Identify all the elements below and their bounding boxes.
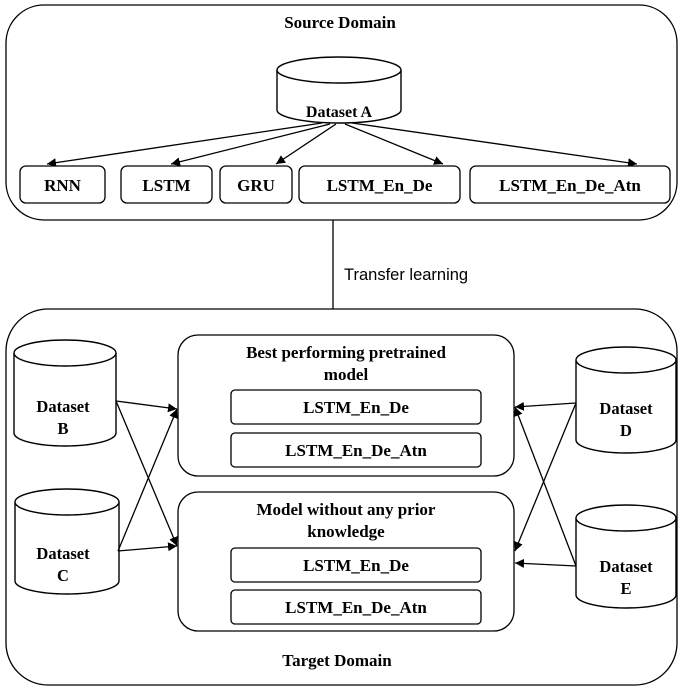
source-domain-panel: Source Domain Dataset A RNN LSTM GRU LST… (5, 4, 678, 221)
arrow-e-to-pretrained (514, 406, 577, 567)
dataset-d-label-line2: D (620, 421, 632, 440)
dataset-e-cylinder: Dataset E (575, 504, 677, 609)
dataset-b-cylinder: Dataset B (13, 339, 117, 447)
model-box-lstm-en-de-atn (469, 165, 671, 204)
pretrained-model-box-2 (230, 432, 482, 468)
dataset-c-label-line2: C (57, 566, 69, 585)
scratch-model-label-1: LSTM_En_De (303, 556, 409, 575)
target-domain-title: Target Domain (282, 651, 392, 670)
dataset-a-cylinder: Dataset A (276, 56, 402, 124)
target-domain-panel: Target Domain Best performing pretrained… (5, 308, 678, 686)
arrow-b-to-scratch (115, 400, 178, 547)
arrow-c-to-scratch (117, 542, 178, 552)
dataset-d-cylinder: Dataset D (575, 346, 677, 454)
arrow-d-to-scratch (514, 402, 577, 552)
arrow-to-lstm-en-de (344, 123, 444, 165)
model-box-lstm (120, 165, 213, 204)
pretrained-model-label-1: LSTM_En_De (303, 398, 409, 417)
scratch-group-title-line2: knowledge (307, 522, 385, 541)
dataset-b-label-line2: B (57, 419, 68, 438)
scratch-model-box-1 (230, 547, 482, 583)
dataset-c-label-line1: Dataset (36, 544, 90, 563)
arrow-d-to-pretrained (514, 401, 577, 411)
dataset-b-label-line1: Dataset (36, 397, 90, 416)
right-dataset-arrows (514, 401, 577, 568)
dataset-c-cylinder: Dataset C (14, 488, 120, 595)
model-label-lstm-en-de-atn: LSTM_En_De_Atn (499, 176, 641, 195)
arrow-b-to-pretrained (115, 400, 178, 413)
model-box-gru (219, 165, 293, 204)
source-model-boxes: RNN LSTM GRU LSTM_En_De LSTM_En_De_Atn (19, 165, 671, 204)
dataset-a-label: Dataset A (306, 104, 373, 121)
source-domain-title: Source Domain (284, 13, 396, 32)
model-label-lstm: LSTM (142, 176, 190, 195)
scratch-group-title-line1: Model without any prior (257, 500, 436, 519)
pretrained-group-title-line2: model (324, 365, 369, 384)
model-label-lstm-en-de: LSTM_En_De (327, 176, 433, 195)
arrow-to-gru (275, 123, 337, 165)
pretrained-model-label-2: LSTM_En_De_Atn (285, 441, 427, 460)
pretrained-group-title-line1: Best performing pretrained (246, 343, 446, 362)
model-label-rnn: RNN (44, 176, 82, 195)
scratch-model-label-2: LSTM_En_De_Atn (285, 598, 427, 617)
dataset-d-label-line1: Dataset (599, 399, 653, 418)
model-box-lstm-en-de (298, 165, 461, 204)
source-arrows (46, 122, 638, 168)
arrow-to-lstm-en-de-atn (351, 122, 638, 168)
transfer-label: Transfer learning (344, 266, 468, 284)
arrow-to-lstm (170, 123, 331, 167)
pretrained-group: Best performing pretrained model LSTM_En… (177, 334, 515, 477)
left-dataset-arrows (115, 400, 178, 552)
model-box-rnn (19, 165, 106, 204)
pretrained-model-box-1 (230, 389, 482, 425)
model-label-gru: GRU (237, 176, 275, 195)
scratch-model-box-2 (230, 589, 482, 625)
scratch-group: Model without any prior knowledge LSTM_E… (177, 491, 515, 632)
arrow-c-to-pretrained (117, 408, 178, 552)
dataset-e-label-line2: E (620, 579, 631, 598)
arrow-e-to-scratch (514, 558, 577, 568)
arrow-to-rnn (46, 122, 323, 168)
dataset-e-label-line1: Dataset (599, 557, 653, 576)
